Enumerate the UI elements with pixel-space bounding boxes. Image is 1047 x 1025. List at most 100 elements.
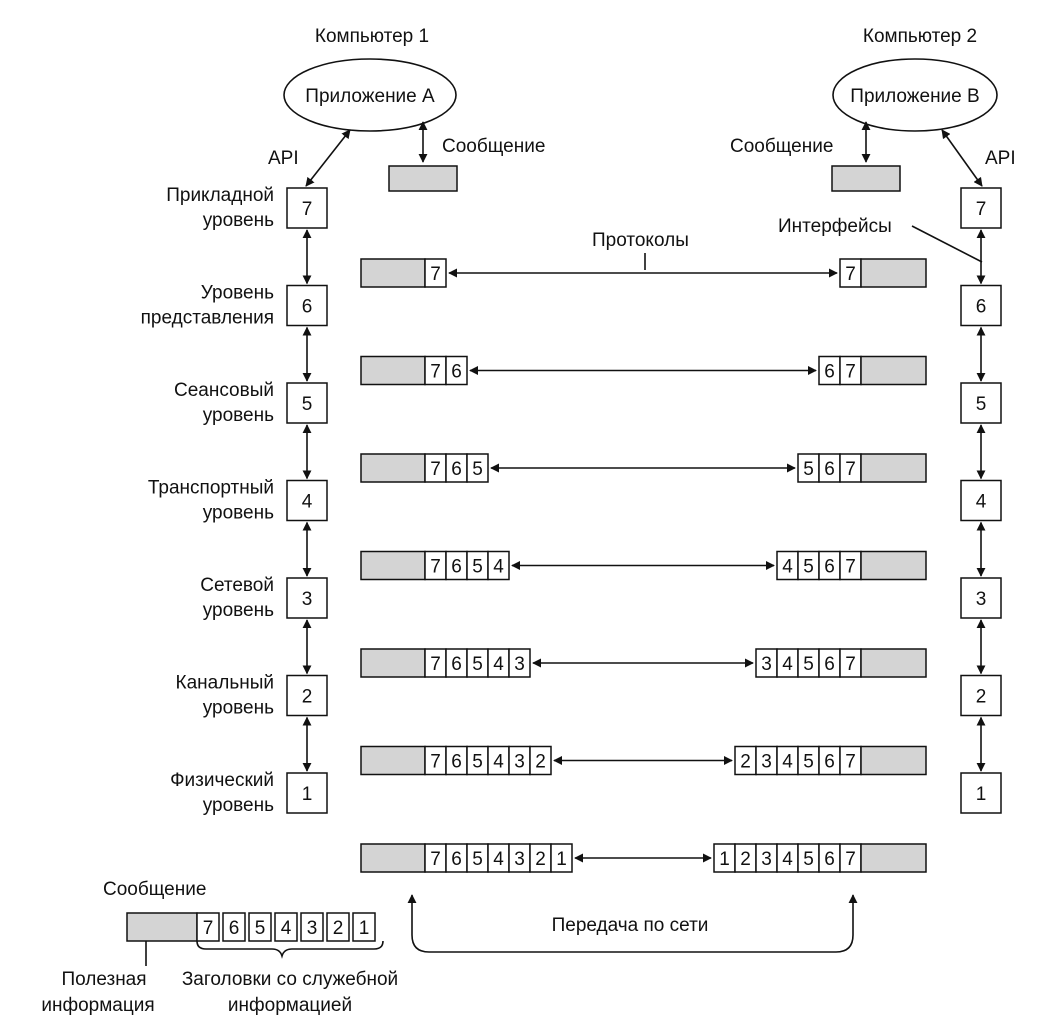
packet-header-label: 5: [472, 459, 483, 480]
legend-header-box: [248, 912, 272, 942]
layer-number-left: 3: [302, 589, 313, 610]
layer-box-right-4: [960, 479, 1002, 522]
layer-box-right-1: [960, 772, 1002, 814]
packet-header-left: [424, 258, 447, 288]
packet-header-label: 3: [761, 654, 772, 675]
layer-number-right: 4: [976, 492, 987, 513]
packet-payload-right: [860, 550, 927, 581]
layer-box-left-1: [286, 772, 328, 814]
packet-payload-right: [860, 843, 927, 873]
message-label-right: Сообщение: [730, 136, 833, 157]
application-b-label: Приложение B: [850, 86, 979, 107]
packet-header-label: 5: [472, 654, 483, 675]
packet-header-label: 2: [740, 752, 751, 773]
layer-name-line2: уровень: [203, 210, 274, 231]
layer-stack-computer1: 7Прикладнойуровень6Уровеньпредставления5…: [141, 185, 328, 816]
layer-box-right-5: [960, 382, 1002, 424]
layer-number-left: 7: [302, 199, 313, 220]
packet-header-label: 7: [845, 654, 856, 675]
layer-name-line1: Сетевой: [200, 575, 274, 596]
layer-name-line2: представления: [141, 308, 274, 329]
packet-header-label: 5: [803, 557, 814, 578]
layer-number-left: 6: [302, 297, 313, 318]
packet-header-label: 5: [803, 752, 814, 773]
packet-header-label: 4: [782, 654, 793, 675]
legend-header-label: 7: [203, 918, 214, 939]
packet-header-label: 2: [535, 752, 546, 773]
api-label-left: API: [268, 148, 299, 169]
layer-number-right: 7: [976, 199, 987, 220]
packet-header-left: [445, 355, 468, 386]
legend-headers-line1: Заголовки со служебной: [182, 969, 398, 990]
legend-header-label: 6: [229, 918, 240, 939]
legend-header-box: [222, 912, 246, 942]
packet-header-label: 6: [824, 557, 835, 578]
packet-header-left: [550, 843, 573, 873]
layer-number-right: 1: [976, 784, 987, 805]
legend-header-box: [352, 912, 376, 942]
packet-header-label: 5: [472, 752, 483, 773]
message-label-left: Сообщение: [442, 136, 545, 157]
packet-header-label: 3: [761, 849, 772, 870]
packet-header-label: 7: [845, 459, 856, 480]
packet-payload-left: [360, 843, 426, 873]
legend-header-box: [326, 912, 350, 942]
packet-header-label: 6: [451, 459, 462, 480]
layer-name-line1: Физический: [170, 770, 274, 791]
layer-box-left-5: [286, 382, 328, 424]
application-a: Приложение A: [283, 58, 457, 132]
packet-header-label: 4: [493, 654, 504, 675]
layer-name-line1: Прикладной: [166, 185, 274, 206]
packet-header-label: 2: [535, 849, 546, 870]
layer-box-left-2: [286, 674, 328, 717]
legend-payload-box: [126, 912, 198, 942]
packet-payload-left: [360, 745, 426, 776]
legend-header-label: 3: [307, 918, 318, 939]
legend-header-label: 2: [333, 918, 344, 939]
packet-header-label: 7: [430, 264, 441, 285]
layer-box-left-4: [286, 479, 328, 522]
application-b: Приложение B: [832, 58, 998, 132]
packet-header-left: [508, 648, 531, 678]
layer-name-line1: Транспортный: [148, 478, 274, 499]
packet-payload-right: [860, 258, 927, 288]
packet-payload-right: [860, 648, 927, 678]
layer-box-left-3: [286, 577, 328, 619]
packet-header-label: 6: [451, 362, 462, 383]
packet-header-label: 5: [803, 459, 814, 480]
layer-name-line1: Уровень: [201, 283, 274, 304]
legend-header-box: [300, 912, 324, 942]
packet-header-label: 4: [782, 557, 793, 578]
api-label-right: API: [985, 148, 1016, 169]
legend-headers-brace: [196, 940, 384, 959]
packet-header-label: 5: [472, 849, 483, 870]
legend-header-box: [274, 912, 298, 942]
legend-header-label: 4: [281, 918, 292, 939]
legend-header-label: 5: [255, 918, 266, 939]
layer-name-line2: уровень: [203, 600, 274, 621]
layer-box-right-2: [960, 674, 1002, 717]
packet-header-label: 7: [430, 362, 441, 383]
packet-header-label: 4: [493, 849, 504, 870]
packet-payload-left: [360, 258, 426, 288]
packet-header-label: 6: [824, 849, 835, 870]
layer-name-line2: уровень: [203, 698, 274, 719]
packet-payload-right: [860, 745, 927, 776]
protocols-label: Протоколы: [592, 230, 689, 251]
packet-header-label: 4: [782, 849, 793, 870]
computer1-title: Компьютер 1: [315, 26, 429, 47]
packet-header-label: 4: [493, 557, 504, 578]
layer-box-left-6: [286, 284, 328, 327]
packet-header-label: 6: [451, 849, 462, 870]
packet-header-label: 6: [824, 752, 835, 773]
legend-header-box: [196, 912, 220, 942]
layer-name-line2: уровень: [203, 795, 274, 816]
packet-header-label: 1: [556, 849, 567, 870]
layer-box-right-7: [960, 187, 1002, 229]
layer-name-line2: уровень: [203, 503, 274, 524]
packet-payload-right: [860, 355, 927, 386]
layer-number-right: 6: [976, 297, 987, 318]
packet-header-label: 7: [430, 849, 441, 870]
